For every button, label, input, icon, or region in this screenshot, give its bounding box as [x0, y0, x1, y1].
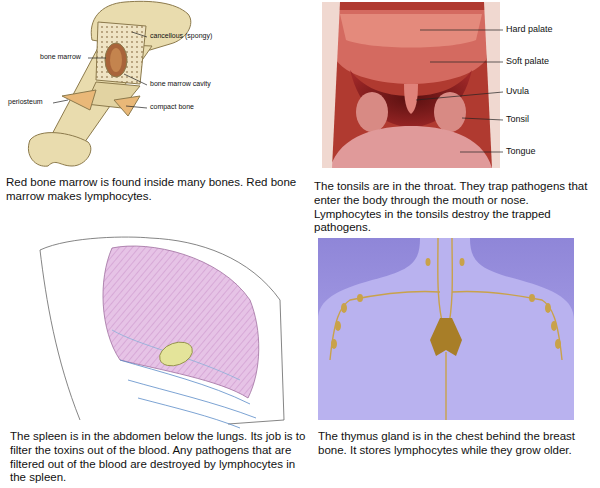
throat-photo — [322, 2, 500, 168]
caption-text: Red bone marrow is found inside many bon… — [6, 176, 298, 204]
bone-leader-lines — [53, 32, 147, 108]
part-label: Uvula — [506, 86, 529, 97]
caption-text: The thymus gland is in the chest behind … — [318, 430, 590, 458]
part-label: periosteum — [8, 98, 43, 106]
caption-text: The tonsils are in the throat. They trap… — [314, 180, 596, 235]
part-label: compact bone — [150, 103, 194, 111]
part-label: cancellous (spongy) — [150, 32, 212, 40]
spleen-drawing — [40, 237, 284, 428]
part-label: Tonsil — [506, 114, 529, 125]
thymus-render — [318, 238, 574, 420]
throat-leader-lines — [416, 30, 503, 152]
part-label: Soft palate — [506, 56, 549, 67]
part-label: Hard palate — [506, 24, 553, 35]
part-label: Tongue — [506, 146, 536, 157]
part-label: bone marrow cavity — [150, 80, 211, 88]
caption-text: The spleen is in the abdomen below the l… — [10, 430, 308, 485]
part-label: bone marrow — [40, 53, 81, 61]
